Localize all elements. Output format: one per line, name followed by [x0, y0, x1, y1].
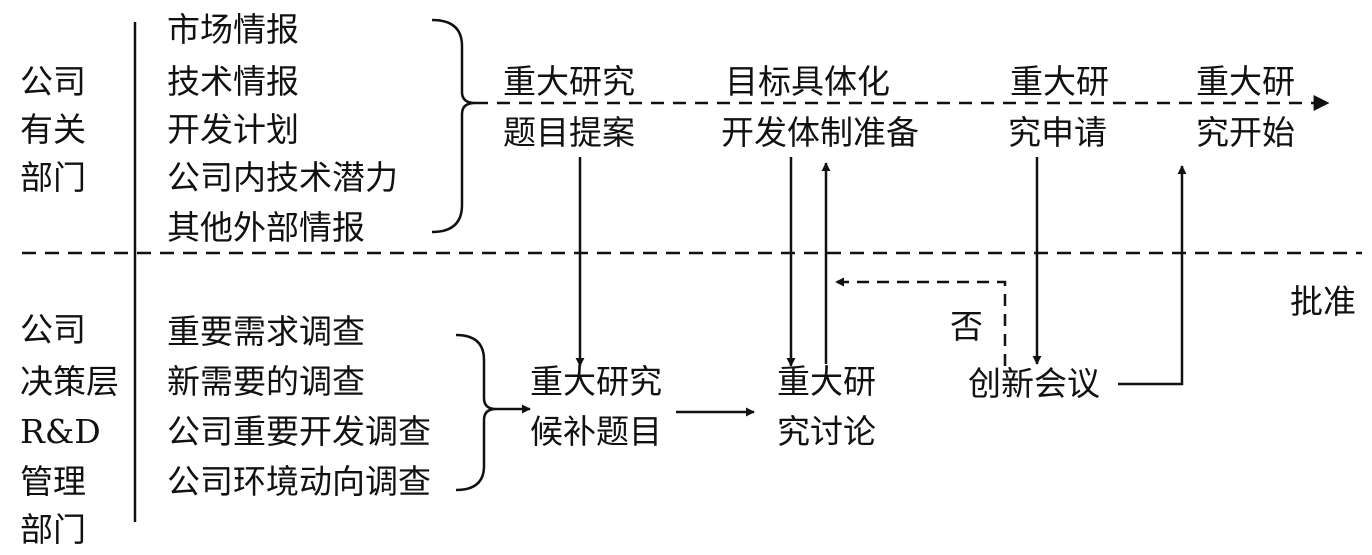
survey-item: 新需要的调查	[167, 362, 365, 401]
step-proposal-line-2: 题目提案	[503, 113, 635, 152]
upper-sources-brace	[431, 18, 476, 234]
lower-dept-line-3: R&D	[20, 412, 101, 451]
survey-item: 公司环境动向调查	[167, 462, 431, 501]
lower-dept-line-1: 公司	[20, 310, 86, 349]
discussion-line-2: 究讨论	[777, 412, 876, 451]
source-item: 开发计划	[167, 110, 299, 149]
step-application-line-2: 究申请	[1008, 113, 1107, 152]
step-goal-line-1: 目标具体化	[725, 62, 890, 101]
arrow-meeting-to-start	[1118, 165, 1187, 386]
source-item: 公司内技术潜力	[167, 158, 398, 197]
discussion-line-1: 重大研	[777, 362, 876, 401]
lower-dept-line-5: 部门	[20, 510, 86, 549]
survey-item: 公司重要开发调查	[167, 412, 431, 451]
source-item: 其他外部情报	[167, 208, 365, 247]
approve-label: 批准	[1290, 282, 1356, 321]
source-item: 市场情报	[167, 10, 299, 49]
reject-label: 否	[950, 307, 983, 346]
upper-dept-line-3: 部门	[20, 158, 86, 197]
lower-dept-line-2: 决策层	[20, 362, 119, 401]
step-application-line-1: 重大研	[1010, 62, 1109, 101]
upper-dept-line-1: 公司	[20, 62, 86, 101]
source-item: 技术情报	[167, 62, 299, 101]
lower-dept-line-4: 管理	[20, 462, 86, 501]
step-goal-line-2: 开发体制准备	[721, 113, 919, 152]
candidate-line-1: 重大研究	[530, 362, 662, 401]
survey-item: 重要需求调查	[167, 312, 365, 351]
innovation-meeting: 创新会议	[968, 364, 1100, 403]
dashed-reject-loop	[835, 277, 1007, 366]
step-proposal-line-1: 重大研究	[503, 62, 635, 101]
step-start-line-2: 究开始	[1196, 113, 1295, 152]
lower-surveys-brace	[455, 333, 497, 492]
candidate-line-2: 候补题目	[530, 412, 662, 451]
step-start-line-1: 重大研	[1196, 62, 1295, 101]
upper-dept-line-2: 有关	[20, 110, 86, 149]
